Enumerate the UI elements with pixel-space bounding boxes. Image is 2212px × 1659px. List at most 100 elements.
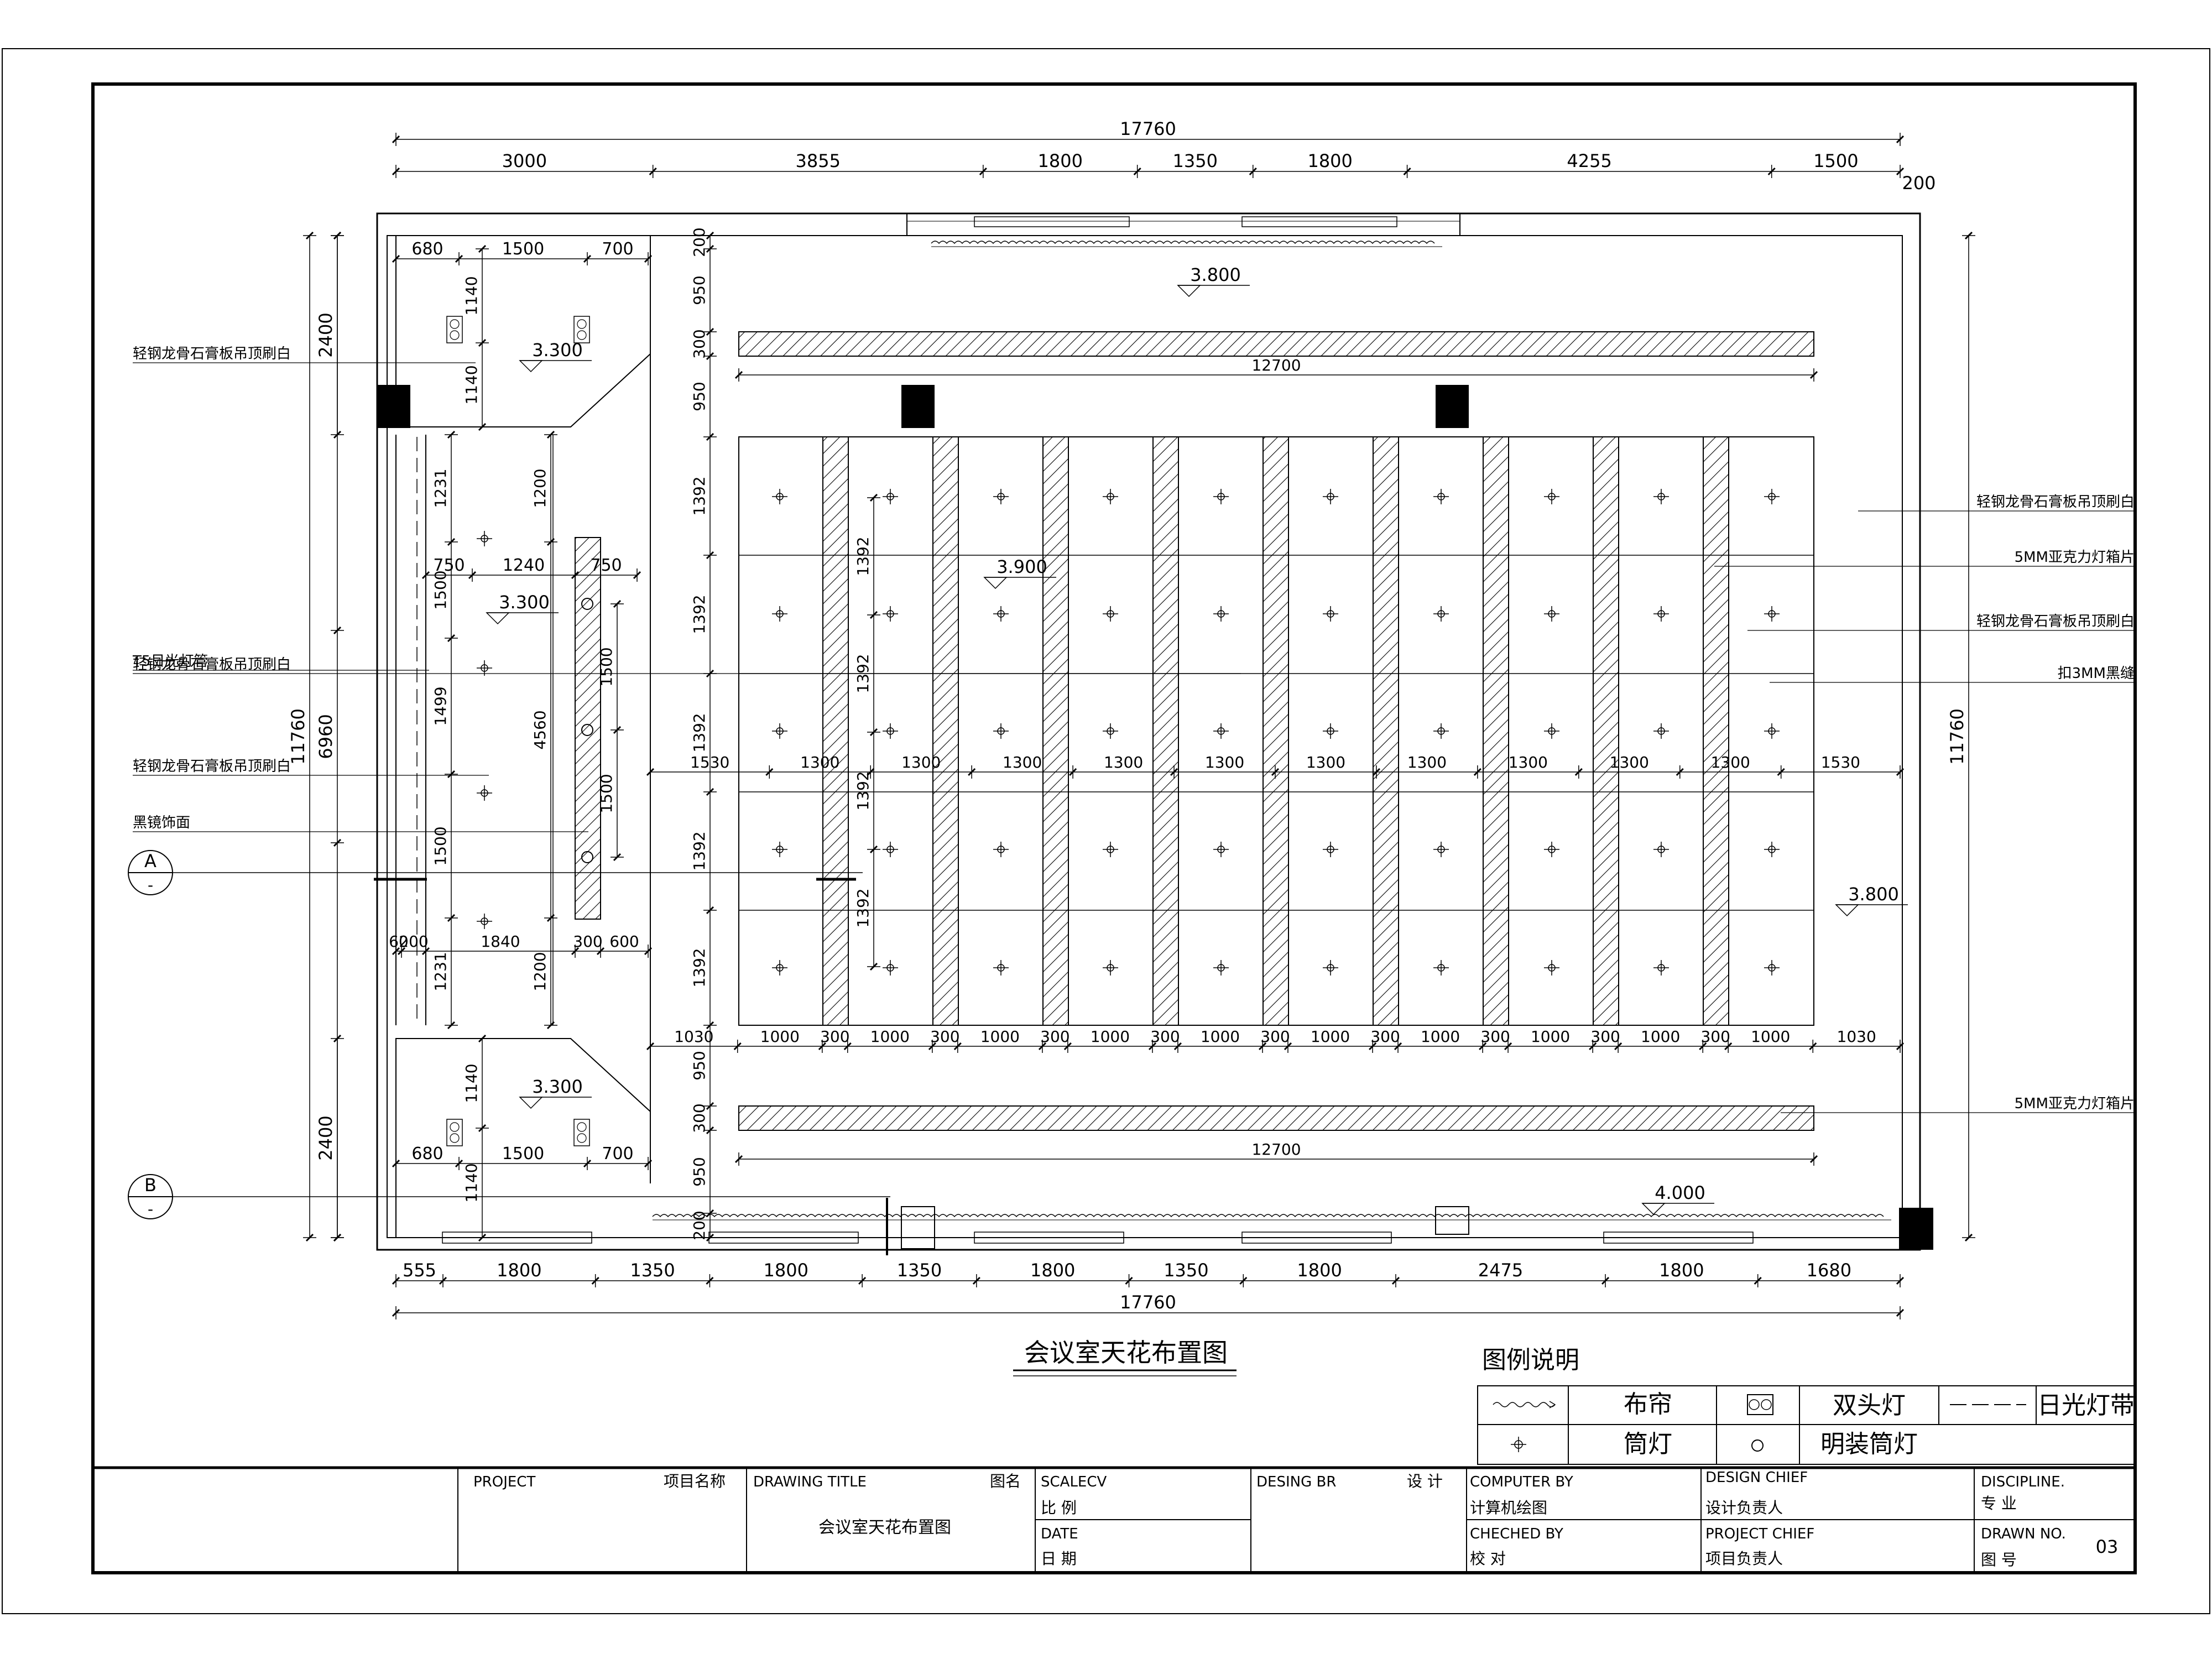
tb-drawing-title: DRAWING TITLE [753, 1474, 867, 1490]
mid-row-dim-tick [1473, 768, 1481, 776]
left-overall-dim-tick [305, 1233, 314, 1242]
corridor-height-dim-tick [447, 430, 456, 439]
drawing-title: 会议室天花布置图 [1024, 1338, 1228, 1368]
main-vertical-dim-tick [706, 1209, 714, 1218]
corridor-width-dim-2-label: 300 [573, 932, 602, 951]
bottom-row-dim-tick [1369, 1042, 1377, 1051]
bottom-row-dim-tick [1063, 1042, 1072, 1051]
bottom-row-dim-label: 1000 [760, 1027, 800, 1046]
left-overall-dim-label: 11760 [288, 708, 309, 765]
mirror-dim-tick [613, 853, 622, 862]
corridor-width-dim-tick [421, 571, 430, 580]
bottom-row-dim-tick [1724, 1042, 1733, 1051]
main-vertical-dim-tick [706, 352, 714, 361]
tb-designer: DESING BR [1256, 1474, 1336, 1490]
main-vertical-dim-label: 950 [690, 382, 708, 411]
top-overall-dim-label: 17760 [1120, 118, 1176, 139]
corridor-height-dim-label: 1500 [431, 570, 450, 609]
corridor-width-dim-tick [571, 571, 580, 580]
double-lamp-icon [446, 1119, 463, 1146]
room-width-dim-bottom-tick [583, 1159, 592, 1168]
level-value: 3.300 [499, 592, 550, 613]
corridor-height-dim-2-tick [546, 1021, 555, 1030]
room-width-dim-top-label: 680 [411, 239, 443, 259]
double-lamp-bulb [450, 330, 460, 340]
double-lamp-icon [573, 316, 590, 343]
mirror-dim-tick [613, 599, 622, 608]
room-width-dim-bottom-tick [392, 1159, 400, 1168]
walls [376, 212, 1933, 1251]
corridor-width-dim-2-label: 600 [609, 932, 639, 951]
main-vertical-dim-tick [706, 432, 714, 441]
bottom-row-dim-tick [1589, 1042, 1597, 1051]
main-vertical-dim-label: 1392 [690, 713, 708, 752]
main-vertical-dim-label: 950 [690, 1051, 708, 1080]
level-marker-icon [983, 577, 1008, 589]
bottom-overall-dim-label: 17760 [1120, 1292, 1176, 1313]
main-vertical-dim-label: 300 [690, 329, 708, 358]
bottom-dim-tick [1754, 1276, 1762, 1285]
mid-row-dim-tick [1574, 768, 1583, 776]
level-value: 3.800 [1190, 264, 1241, 285]
note-left: 轻钢龙骨石膏板吊顶刷白 [133, 656, 291, 673]
note-left: 轻钢龙骨石膏板吊顶刷白 [133, 758, 291, 775]
note-right: 扣3MM黑缝 [2058, 665, 2135, 682]
legend-double-lamp: 双头灯 [1833, 1391, 1906, 1420]
main-vertical-dim-label: 1392 [690, 831, 708, 870]
room-height-dim-bottom-tick [478, 1034, 487, 1043]
mid-row-dim-tick [765, 768, 774, 776]
svg-text:-: - [148, 1200, 153, 1218]
mid-row-dim-tick [1896, 768, 1905, 776]
note-right: 轻钢龙骨石膏板吊顶刷白 [1976, 494, 2135, 510]
bottom-row-dim-tick [646, 1042, 655, 1051]
bottom-dim-tick [972, 1276, 980, 1285]
level-marker-icon [1835, 904, 1859, 917]
svg-text:-: - [148, 876, 153, 894]
grid-vertical-dim-label: 1392 [854, 536, 872, 576]
bottom-row-dim-label: 300 [1370, 1027, 1400, 1046]
tb-project-chief: PROJECT CHIEF [1705, 1526, 1814, 1542]
bottom-dim-label: 1350 [630, 1260, 675, 1281]
double-lamp-bulb [450, 319, 460, 329]
tb-drawing-title-cn: 图名 [990, 1472, 1021, 1490]
corridor-width-dim-2-label: 1840 [481, 932, 520, 951]
level-value: 3.300 [532, 1076, 583, 1097]
main-vertical-dim-label: 1392 [690, 594, 708, 634]
bottom-row-dim-label: 1000 [1531, 1027, 1570, 1046]
left-top-dim-label: 2400 [315, 312, 336, 357]
strip-dim-top-tick [1809, 371, 1818, 379]
mid-row-dim-label: 1530 [690, 753, 729, 771]
tb-drawn-no-cn: 图 号 [1981, 1551, 2017, 1569]
room-height-dim-bottom-label: 1140 [462, 1063, 481, 1103]
level-value: 3.800 [1848, 884, 1899, 905]
bottom-row-dim-tick [1896, 1042, 1905, 1051]
bottom-dim-tick [1391, 1276, 1400, 1285]
tb-design-chief-cn: 设计负责人 [1705, 1499, 1783, 1517]
main-vertical-dim-label: 300 [690, 1103, 708, 1133]
corridor-height-dim-2-label: 1200 [531, 468, 549, 508]
left-mid-dim-tick [333, 838, 342, 847]
tb-computer-cn: 计算机绘图 [1470, 1499, 1547, 1517]
room-height-dim-bottom-label: 1140 [462, 1163, 481, 1202]
bottom-row-dim-label: 300 [1700, 1027, 1730, 1046]
bottom-row-dim-tick [928, 1042, 936, 1051]
top-dim-label: 3000 [502, 150, 547, 171]
bottom-row-dim-tick [1284, 1042, 1292, 1051]
grid-vertical-dim-tick [869, 728, 878, 737]
top-side-dim: 200 [1902, 173, 1936, 194]
corridor-width-dim-2-tick [397, 947, 406, 956]
strip-dim-bottom-tick [734, 1155, 743, 1164]
bottom-row-dim-label: 300 [1480, 1027, 1510, 1046]
column [1899, 1208, 1933, 1250]
room-width-dim-top-tick [455, 254, 463, 263]
note-left: 黑镜饰面 [133, 815, 190, 831]
note-left: 轻钢龙骨石膏板吊顶刷白 [133, 346, 291, 362]
top-dim-label: 1500 [1813, 150, 1858, 171]
mid-row-dim-tick [1777, 768, 1785, 776]
main-vertical-dim-label: 200 [690, 227, 708, 257]
corridor-width-dim-label: 750 [433, 556, 465, 575]
grid-vertical-dim-tick [869, 845, 878, 854]
